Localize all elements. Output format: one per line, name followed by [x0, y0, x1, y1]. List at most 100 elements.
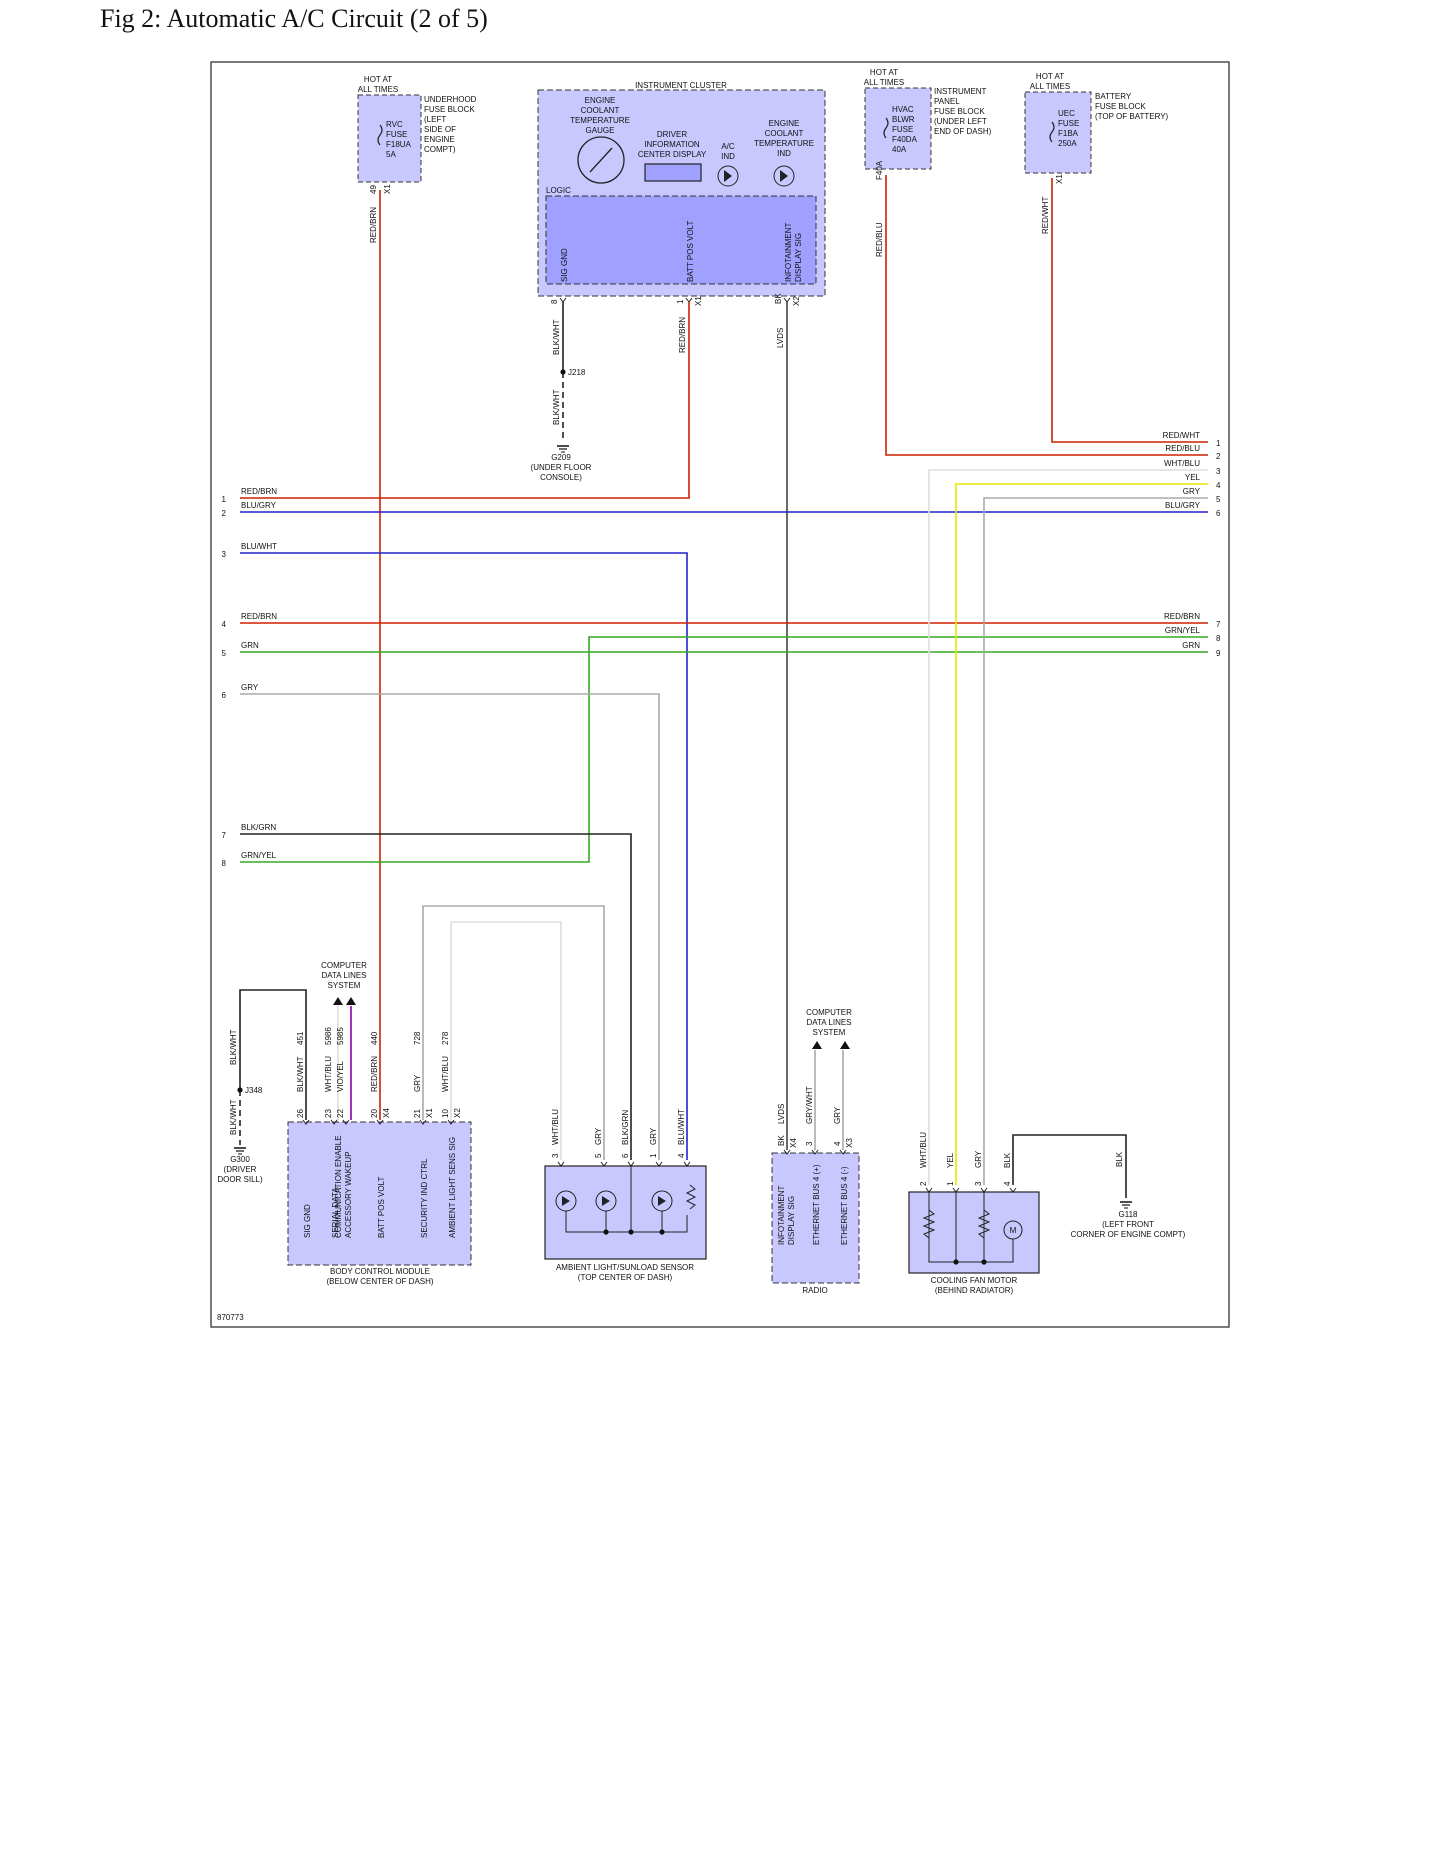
fan-junction: [981, 1259, 987, 1265]
bcm-pin-label: COMMUNICATION ENABLE: [334, 1135, 343, 1238]
fuse-name: 250A: [1058, 139, 1077, 148]
coolant-gauge-label: COOLANT: [581, 106, 620, 115]
hot-at-all-times-label: ALL TIMES: [358, 85, 398, 94]
sensor-pin-mark: [683, 1161, 691, 1167]
cluster-pin-label: BATT POS VOLT: [686, 221, 695, 282]
radio-pin-number: BK: [777, 1135, 786, 1146]
bcm-circuit-number: 5986: [324, 1027, 333, 1045]
ambient-sensor-name: (TOP CENTER OF DASH): [578, 1273, 673, 1282]
wire-label: RED/BLU: [875, 222, 884, 257]
right-connector-pin: 9: [1216, 649, 1221, 658]
temp-indicator-label: IND: [777, 149, 791, 158]
radio-box: [771, 1152, 860, 1284]
thermistor-icon: [685, 1184, 697, 1210]
wire-bcm-ground: [239, 989, 307, 1120]
bcm-name: BODY CONTROL MODULE: [330, 1267, 430, 1276]
bcm-pin-label: SERIAL DATA: [331, 1187, 340, 1238]
pin-mark: [783, 297, 791, 303]
fuse-name: F40DA: [892, 135, 918, 144]
bcm-box: [287, 1121, 472, 1266]
right-connector-pin: 4: [1216, 481, 1221, 490]
sensor-pin-number: 4: [677, 1153, 686, 1158]
bcm-circuit-number: 278: [441, 1031, 450, 1045]
fuse-block-name: ENGINE: [424, 135, 455, 144]
left-connector-pin: 3: [222, 550, 227, 559]
right-connector-wire-label: GRY: [1183, 487, 1201, 496]
wire-label: BLK: [1115, 1151, 1124, 1167]
left-connector-wire-label: BLK/GRN: [241, 823, 276, 832]
fuse-icon: [377, 124, 383, 146]
ground-g118-label: CORNER OF ENGINE COMPT): [1071, 1230, 1186, 1239]
wire-cluster-batt: [240, 302, 690, 499]
coolant-gauge-label: TEMPERATURE: [570, 116, 630, 125]
fan-pin-number: 3: [974, 1181, 983, 1186]
ac-indicator-label: A/C: [721, 142, 735, 151]
radio-pin-label: INFOTAINMENT: [777, 1185, 786, 1245]
temp-indicator-label: COOLANT: [765, 129, 804, 138]
radio-pin-mark: [839, 1149, 847, 1155]
right-connector-pin: 1: [1216, 439, 1221, 448]
bcm-circuit-number: 728: [413, 1031, 422, 1045]
fan-wire-label: BLK: [1003, 1152, 1012, 1168]
wire-fan-ground: [1012, 1134, 1127, 1198]
logic-box: [545, 195, 817, 285]
bcm-pin-mark: [330, 1119, 338, 1125]
ground-g300-label: (DRIVER: [224, 1165, 257, 1174]
wire-fan-yel: [955, 483, 1208, 1185]
fuse-name: FUSE: [1058, 119, 1079, 128]
ac-indicator-lamp-icon: [717, 165, 739, 187]
fuse-block-name: (UNDER LEFT: [934, 117, 987, 126]
bcm-pin-number: 10: [441, 1109, 450, 1118]
dic-label: INFORMATION: [644, 140, 700, 149]
cluster-connector: X1: [694, 296, 703, 306]
bcm-circuit-number: 451: [296, 1031, 305, 1045]
left-connector-wire-label: BLU/WHT: [241, 542, 277, 551]
cluster-pin-label: SIG GND: [560, 248, 569, 282]
bcm-pin-label: BATT POS VOLT: [377, 1177, 386, 1238]
ground-g118-label: (LEFT FRONT: [1102, 1220, 1154, 1229]
sensor-junction: [659, 1229, 665, 1235]
sensor-pin-mark: [655, 1161, 663, 1167]
sensor-pin-number: 1: [649, 1153, 658, 1158]
radio-name: RADIO: [802, 1286, 827, 1295]
bcm-pin-mark: [302, 1119, 310, 1125]
bcm-pin-label: SIG GND: [303, 1204, 312, 1238]
ground-g209-label: CONSOLE): [540, 473, 582, 482]
bcm-connector: X1: [425, 1108, 434, 1118]
sensor-pin-mark: [557, 1161, 565, 1167]
ground-g118-label: G118: [1119, 1210, 1139, 1219]
wire-label: BLK/WHT: [229, 1099, 238, 1135]
cdls-label-bcm: DATA LINES: [321, 971, 366, 980]
fuse-name: HVAC: [892, 105, 914, 114]
radio-wire-label: GRY/WHT: [805, 1086, 814, 1124]
cdls-label-radio: SYSTEM: [813, 1028, 846, 1037]
bcm-connector: X4: [382, 1108, 391, 1118]
cdls-label-radio: DATA LINES: [806, 1018, 851, 1027]
splice-j348: [237, 1087, 243, 1093]
fuse-block-2: [864, 87, 932, 170]
bcm-connector: X2: [453, 1108, 462, 1118]
bcm-pin-number: 21: [413, 1109, 422, 1118]
right-connector-wire-label: WHT/BLU: [1164, 459, 1200, 468]
fan-pin-number: 1: [946, 1181, 955, 1186]
bcm-wire-label: BLK/WHT: [296, 1056, 305, 1092]
splice-label: J218: [568, 368, 586, 377]
fan-pin-number: 4: [1003, 1181, 1012, 1186]
pin-mark: [559, 297, 567, 303]
wire-hvac-red-blu: [885, 175, 1208, 456]
radio-wire-label: GRY: [833, 1106, 842, 1124]
left-connector-pin: 5: [222, 649, 227, 658]
left-connector-pin: 6: [222, 691, 227, 700]
wire-grn-yel: [240, 636, 1208, 863]
ground-g209-label: (UNDER FLOOR: [531, 463, 592, 472]
data-line-arrow: [840, 1041, 850, 1049]
wire-label: BLK/WHT: [552, 389, 561, 425]
fuse-block-name: END OF DASH): [934, 127, 992, 136]
radio-wire-label: LVDS: [777, 1104, 786, 1124]
radio-pin-number: 3: [805, 1141, 814, 1146]
figure-number: 870773: [217, 1313, 244, 1322]
fuse-name: FUSE: [386, 130, 407, 139]
radio-pin-mark: [811, 1149, 819, 1155]
fuse-block-name: PANEL: [934, 97, 960, 106]
